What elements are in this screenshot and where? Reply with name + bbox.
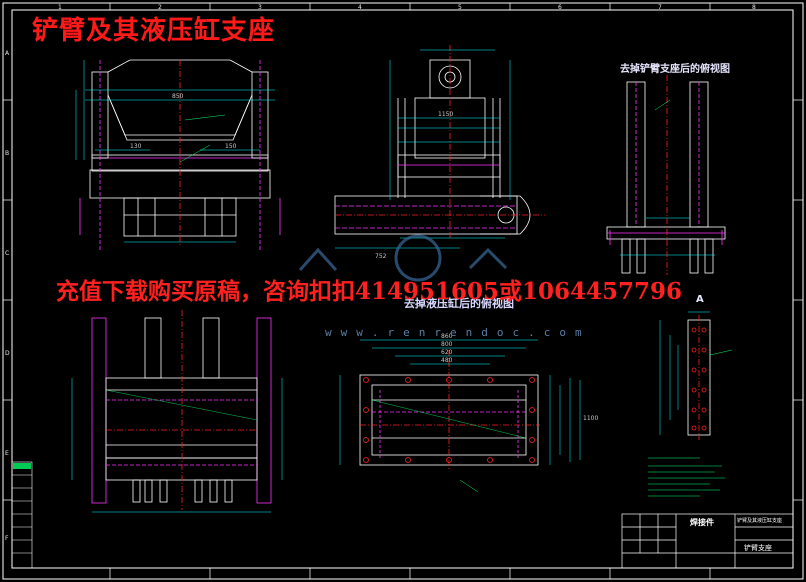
dim-130: 130 xyxy=(130,143,142,150)
dim-150: 150 xyxy=(225,143,237,150)
dim-850: 850 xyxy=(172,93,184,100)
top-border-ticks xyxy=(3,3,803,579)
left-revision-table xyxy=(11,461,33,569)
inner-border xyxy=(11,9,794,569)
border-letter-a: A xyxy=(5,50,10,57)
purchase-notice-overlay: 充值下载购买原稿，咨询扣扣414951605或1064457796 xyxy=(56,278,683,305)
title-block xyxy=(621,513,794,569)
detail-a-view xyxy=(659,311,733,440)
border-letter-b: B xyxy=(5,150,9,157)
technical-notes xyxy=(648,457,725,497)
bottom-center-dims: 860 800 620 480 1100 xyxy=(441,333,598,422)
border-num-3: 3 xyxy=(258,4,262,11)
border-letter-d: D xyxy=(5,350,10,357)
dim-800: 800 xyxy=(441,341,453,348)
title-block-drawing-no: 铲臂及其液压缸支座 xyxy=(737,518,783,524)
border-num-4: 4 xyxy=(358,4,362,11)
border-letter-c: C xyxy=(5,250,9,257)
front-view-dims: 850 130 150 xyxy=(130,93,237,150)
dim-752: 752 xyxy=(375,253,387,260)
drawing-title: 铲臂及其液压缸支座 xyxy=(32,16,276,46)
border-number-labels: 1 2 3 4 5 6 7 8 A B C D E F xyxy=(5,4,756,542)
bottom-center-holes xyxy=(363,377,535,463)
title-block-part: 铲臂支座 xyxy=(744,544,772,552)
dim-1150: 1150 xyxy=(438,111,453,118)
border-num-1: 1 xyxy=(58,4,62,11)
border-num-7: 7 xyxy=(658,4,662,11)
title-block-name: 焊接件 xyxy=(690,518,714,527)
dim-860: 860 xyxy=(441,333,453,340)
side-view-dims: 1150 752 xyxy=(375,111,453,260)
front-view-top-left xyxy=(75,59,281,250)
dim-1100: 1100 xyxy=(583,415,598,422)
side-view-top-middle xyxy=(334,45,545,249)
border-num-6: 6 xyxy=(558,4,562,11)
detail-a-holes xyxy=(691,327,707,431)
top-right-view-title: 去掉铲臂支座后的俯视图 xyxy=(620,62,730,75)
bottom-left-view xyxy=(71,310,283,513)
dim-480: 480 xyxy=(441,357,453,364)
watermark-url: www.renrendoc.com xyxy=(325,326,591,339)
bottom-center-view xyxy=(339,339,581,493)
dim-620: 620 xyxy=(441,349,453,356)
bottom-center-view-title: 去掉液压缸后的俯视图 xyxy=(404,297,514,310)
top-right-view xyxy=(606,75,726,275)
watermark-logo xyxy=(298,234,508,282)
border-num-2: 2 xyxy=(158,4,162,11)
detail-view-label: A xyxy=(696,294,704,305)
border-letter-f: F xyxy=(5,535,9,542)
border-letter-e: E xyxy=(5,450,9,457)
border-num-5: 5 xyxy=(458,4,462,11)
border-num-8: 8 xyxy=(752,4,756,11)
